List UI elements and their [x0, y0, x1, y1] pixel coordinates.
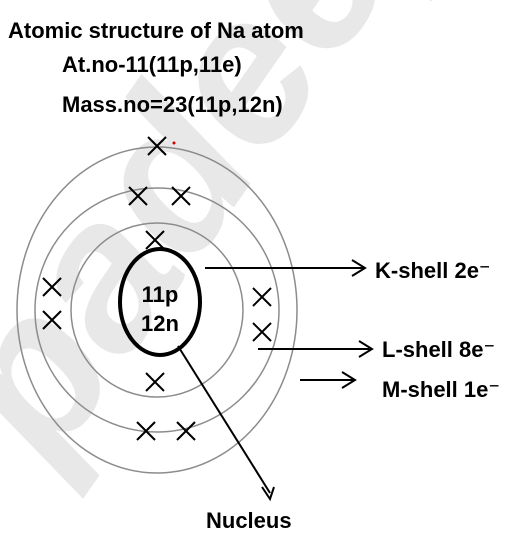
l-shell-electron	[252, 322, 272, 342]
electron-group	[42, 136, 272, 441]
pointer-arrows	[177, 259, 374, 502]
atomic-number-line: At.no-11(11p,11e)	[62, 52, 242, 77]
l-shell-electron	[42, 277, 62, 297]
nucleus-arrow-line	[177, 345, 271, 494]
k-shell-electron	[145, 230, 165, 250]
m-shell-label: M-shell 1e⁻	[382, 377, 500, 402]
l-shell-electron	[136, 421, 156, 441]
l-shell-label: L-shell 8e⁻	[382, 337, 496, 362]
m-arrow-head	[341, 371, 357, 389]
nucleus-neutrons: 12n	[141, 311, 179, 336]
nucleus-label: Nucleus	[206, 508, 292, 533]
k-shell-label: K-shell 2e⁻	[375, 258, 491, 283]
nucleus-arrow-head	[261, 486, 275, 502]
l-shell-electron	[176, 421, 196, 441]
diagram-title: Atomic structure of Na atom	[8, 18, 304, 43]
red-dot	[172, 141, 176, 145]
nucleus-protons: 11p	[142, 282, 179, 307]
l-arrow-head	[358, 340, 374, 358]
l-orbit	[34, 187, 280, 433]
nucleus-circle	[118, 247, 202, 357]
mass-number-line: Mass.no=23(11p,12n)	[62, 92, 283, 117]
l-shell-electron	[171, 186, 191, 206]
k-shell-electron	[145, 372, 165, 392]
l-shell-electron	[252, 287, 272, 307]
k-orbit	[70, 222, 244, 398]
k-arrow-head	[351, 259, 367, 277]
m-shell-electron	[147, 136, 167, 156]
l-shell-electron	[42, 310, 62, 330]
l-shell-electron	[128, 186, 148, 206]
